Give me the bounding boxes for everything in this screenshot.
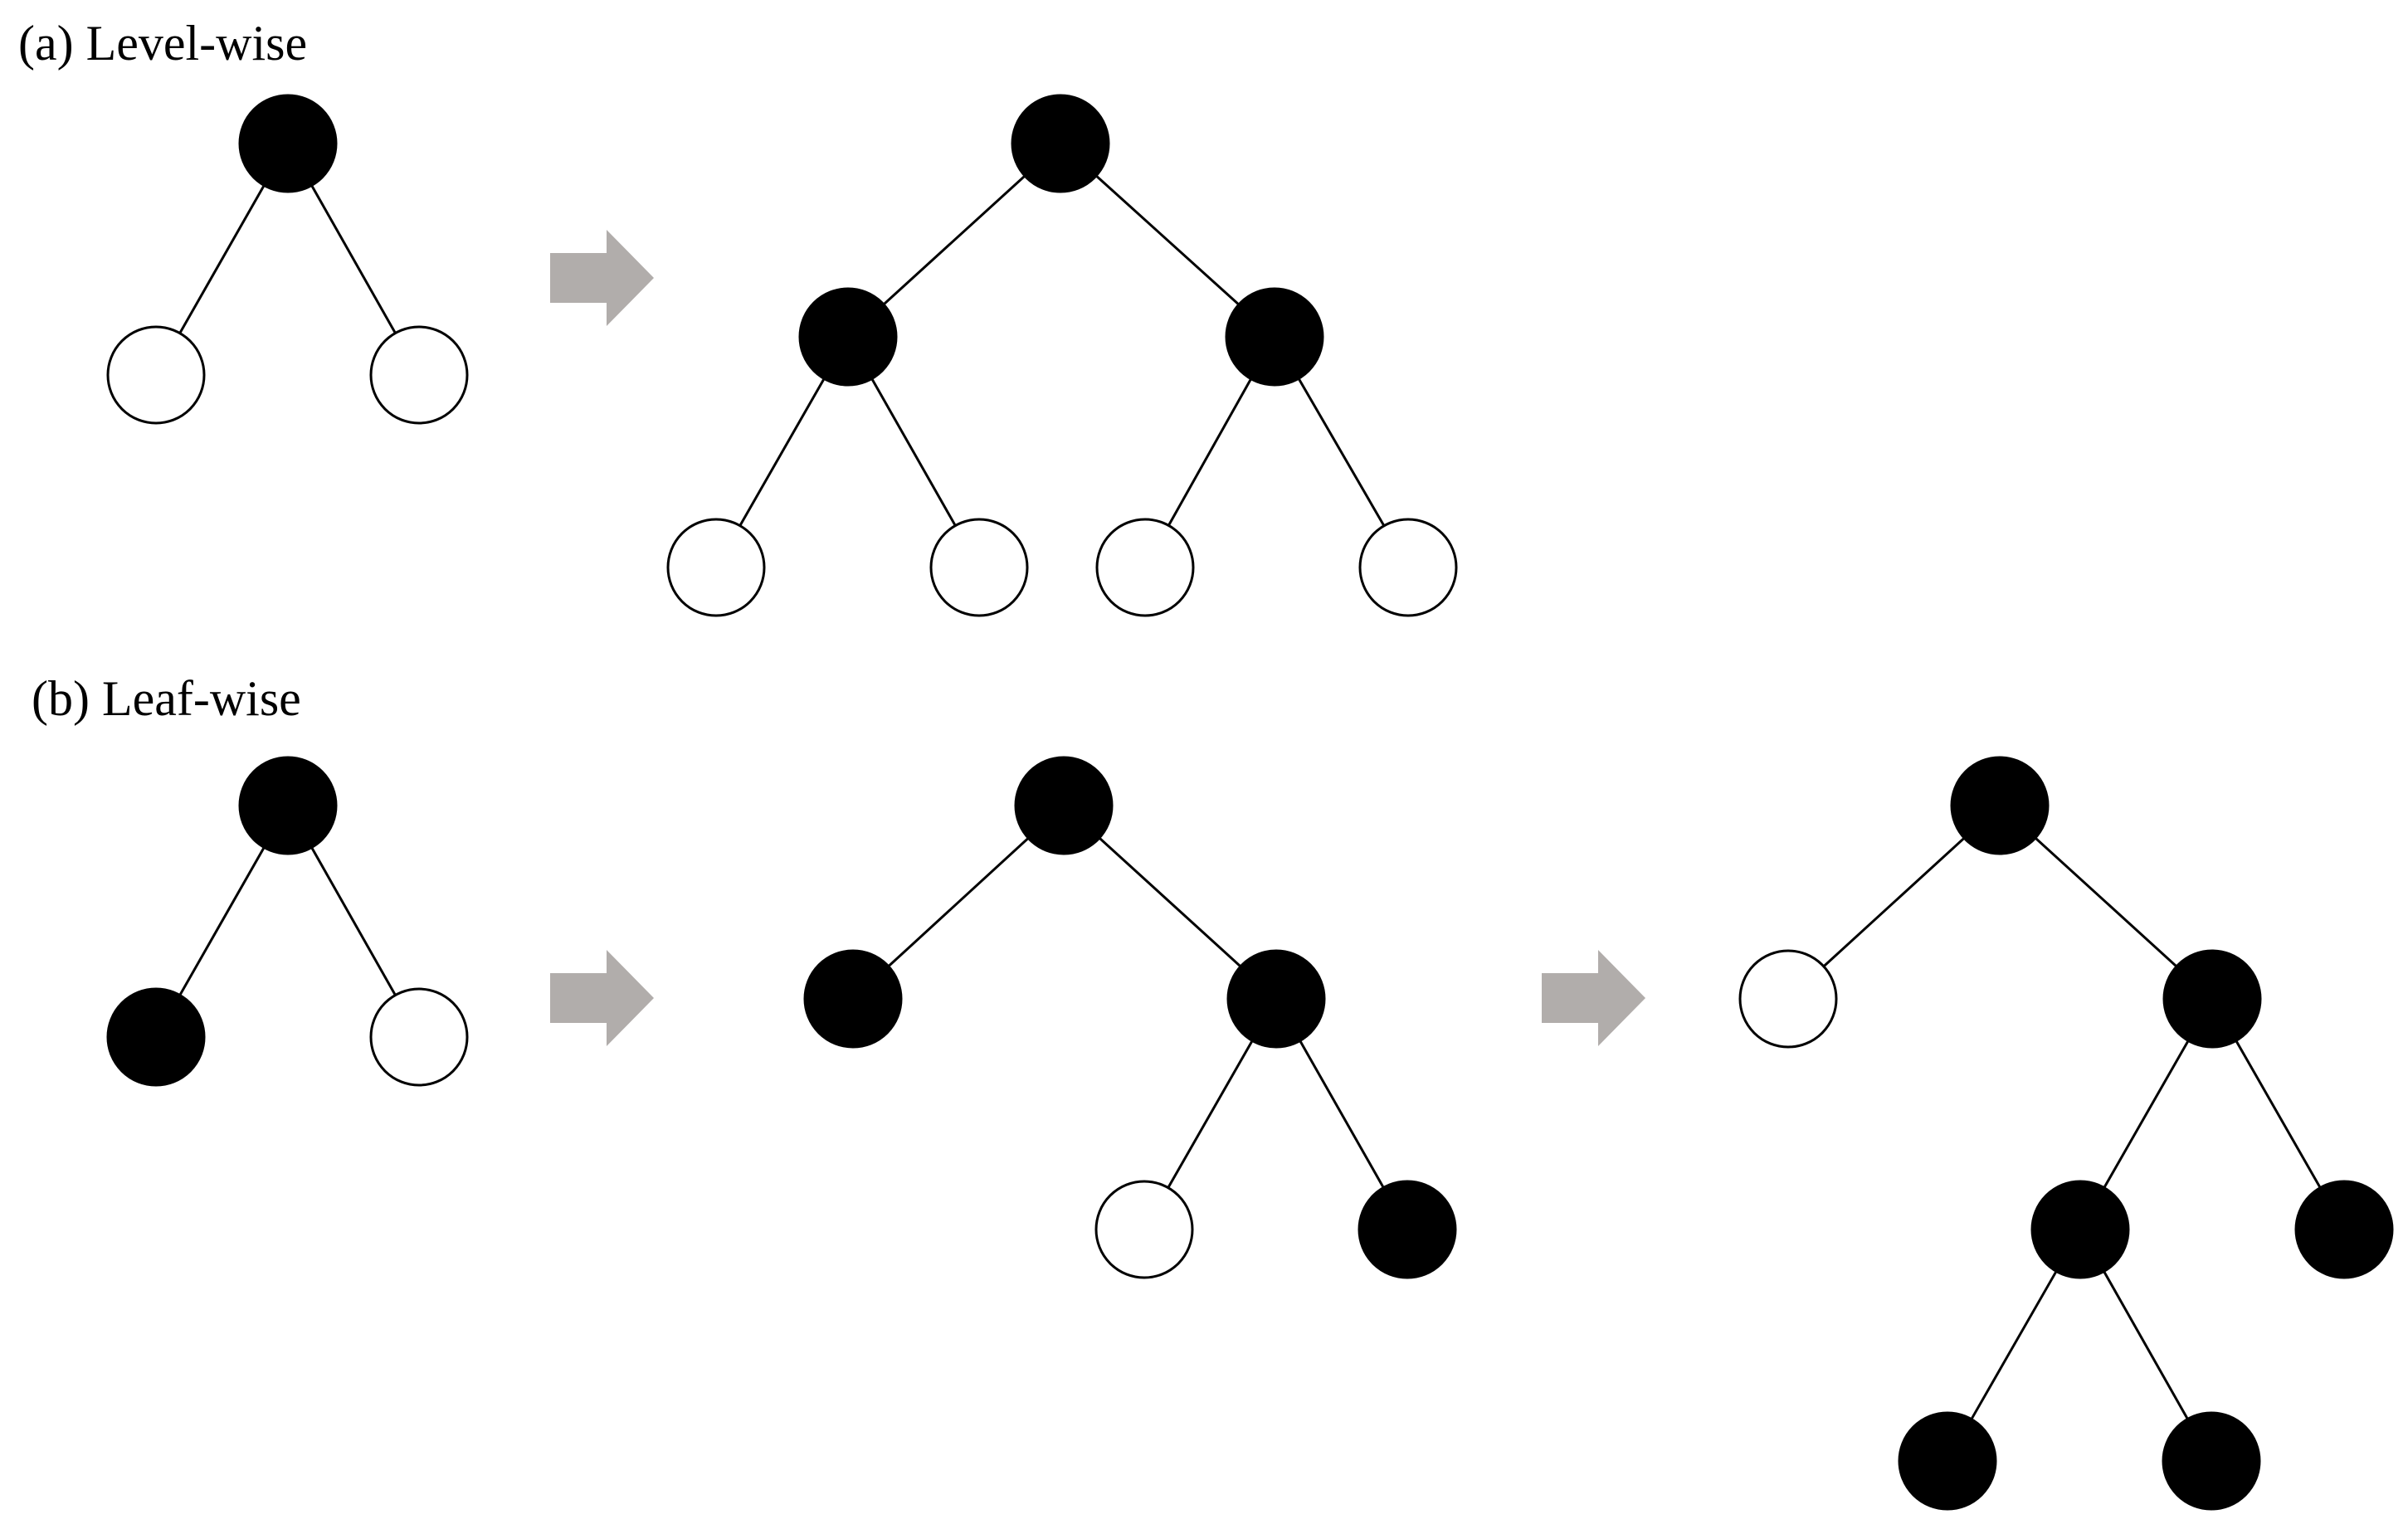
tree-b-1-node-l-filled bbox=[106, 987, 206, 1087]
tree-a-1-edge-r-rr bbox=[310, 184, 397, 334]
tree-b-1-node-r-filled bbox=[238, 756, 338, 855]
tree-b-1-node-rr-empty bbox=[369, 987, 469, 1087]
tree-a-2-edge-r-l bbox=[882, 174, 1026, 306]
arrow-a-step-1-to-2-icon bbox=[550, 230, 654, 326]
tree-b-3-node-rlr-filled bbox=[2162, 1411, 2261, 1511]
tree-b-3-edge-rl-rlr bbox=[2103, 1270, 2189, 1420]
tree-b-3-edge-r-l bbox=[1822, 837, 1966, 967]
tree-a-2-node-lr-empty bbox=[929, 518, 1029, 617]
tree-b-2-edge-rr-rrr bbox=[1299, 1040, 1385, 1189]
tree-b-3-node-rrr-filled bbox=[2294, 1180, 2394, 1279]
tree-a-1-node-l-empty bbox=[106, 325, 206, 425]
tree-a-2-node-rrr-empty bbox=[1358, 518, 1458, 617]
tree-a-2-edge-l-ll bbox=[738, 377, 826, 527]
arrow-b-step-2-to-3-icon bbox=[1542, 950, 1645, 1046]
tree-b-3-node-r-filled bbox=[1950, 756, 2050, 855]
tree-a-2-node-l-filled bbox=[798, 287, 898, 387]
tree-b-2-node-rrr-filled bbox=[1358, 1180, 1457, 1279]
arrows-layer bbox=[550, 230, 1645, 1046]
tree-b-2-node-r-filled bbox=[1014, 756, 1114, 855]
tree-b-3-edge-r-rr bbox=[2034, 836, 2178, 968]
tree-a-1-node-rr-empty bbox=[369, 325, 469, 425]
tree-a-2-edge-rr-rrr bbox=[1297, 377, 1386, 527]
tree-a-2-node-rr-filled bbox=[1225, 287, 1324, 387]
tree-a-1-node-r-filled bbox=[238, 94, 338, 193]
nodes-layer bbox=[106, 94, 2394, 1511]
tree-b-3-edge-rr-rl bbox=[2103, 1040, 2190, 1189]
tree-b-2-node-rr-filled bbox=[1226, 949, 1326, 1049]
tree-b-1-edge-r-rr bbox=[310, 846, 397, 996]
panel-b-label: (b) Leaf-wise bbox=[32, 671, 301, 726]
tree-b-3-edge-rl-rll bbox=[1970, 1270, 2058, 1420]
tree-a-2-node-rl-empty bbox=[1095, 518, 1195, 617]
tree-b-2-node-l-filled bbox=[803, 949, 903, 1049]
tree-a-2-node-ll-empty bbox=[666, 518, 766, 617]
tree-b-3-node-rr-filled bbox=[2162, 949, 2262, 1049]
tree-b-1-edge-r-l bbox=[178, 846, 266, 996]
tree-b-3-node-rl-filled bbox=[2030, 1180, 2130, 1279]
tree-a-1-edge-r-l bbox=[178, 184, 266, 334]
tree-a-2-edge-r-rr bbox=[1095, 174, 1240, 306]
arrow-b-step-1-to-2-icon bbox=[550, 950, 654, 1046]
tree-a-2-edge-rr-rl bbox=[1167, 377, 1252, 527]
tree-b-3-node-rll-filled bbox=[1898, 1411, 1997, 1511]
tree-b-3-edge-rr-rrr bbox=[2235, 1040, 2322, 1189]
tree-b-3-node-l-empty bbox=[1738, 949, 1838, 1049]
panel-a-label: (a) Level-wise bbox=[18, 16, 308, 71]
tree-b-2-node-rl-empty bbox=[1094, 1180, 1194, 1279]
tree-b-2-edge-rr-rl bbox=[1167, 1040, 1254, 1189]
tree-b-2-edge-r-l bbox=[887, 837, 1030, 967]
edges-layer bbox=[178, 174, 2322, 1420]
tree-b-2-edge-r-rr bbox=[1098, 836, 1242, 968]
tree-a-2-node-r-filled bbox=[1011, 94, 1110, 193]
tree-a-2-edge-l-lr bbox=[870, 377, 957, 527]
